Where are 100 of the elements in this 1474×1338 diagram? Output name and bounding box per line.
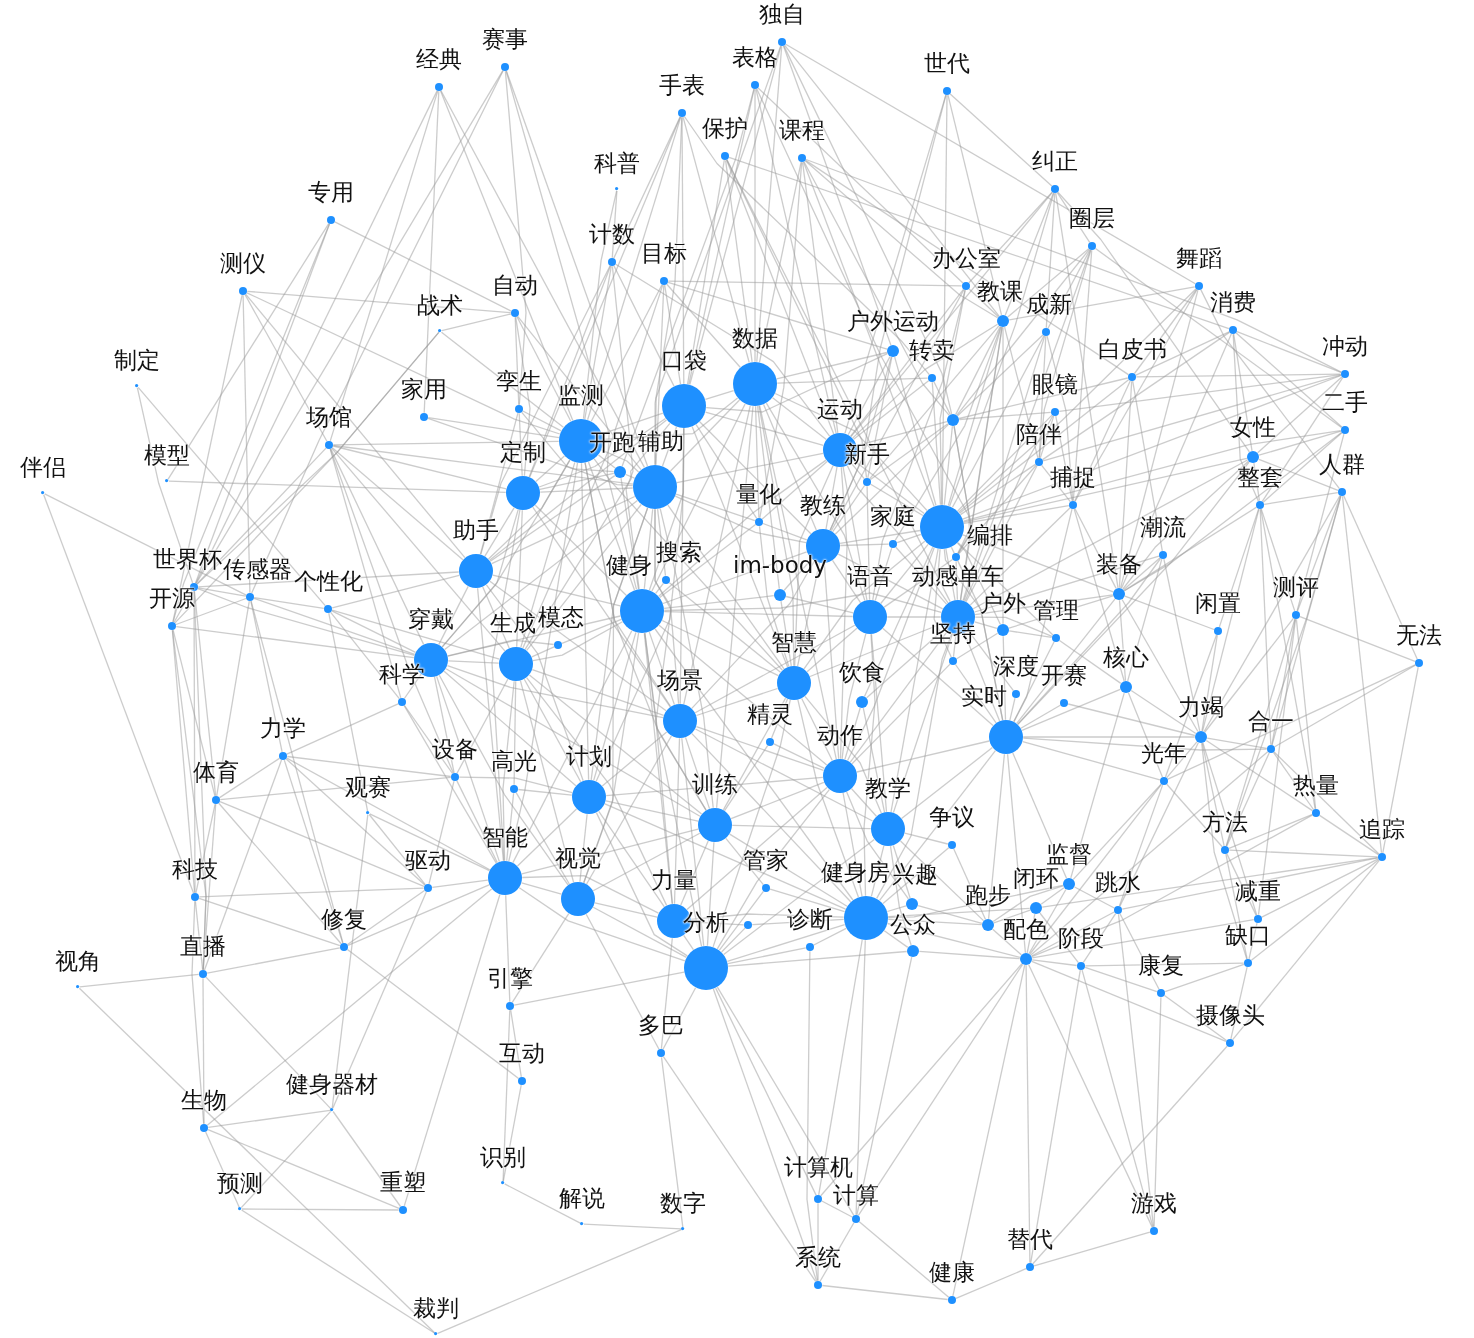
- node-label: 监测: [558, 382, 604, 408]
- node-label: 光年: [1141, 740, 1187, 766]
- node-label: 语音: [847, 563, 893, 589]
- node-label: 女性: [1230, 414, 1276, 440]
- node-label: 识别: [480, 1144, 526, 1171]
- node-label: 科普: [594, 150, 640, 177]
- node-label: 重塑: [380, 1169, 426, 1195]
- node-label: 计划: [566, 743, 612, 769]
- node-label: 闭环: [1013, 865, 1059, 891]
- node-label: 力学: [260, 715, 306, 741]
- node-label: 数字: [660, 1190, 706, 1217]
- node-label: 核心: [1103, 644, 1149, 670]
- node-label: 纠正: [1032, 148, 1078, 174]
- node-label: 无法: [1396, 622, 1442, 648]
- node-label: 科学: [379, 661, 425, 687]
- node-label: 训练: [692, 771, 738, 797]
- node-label: 辅助: [638, 428, 684, 454]
- node-label: 动感单车: [912, 563, 1004, 589]
- node-label: 转卖: [909, 337, 955, 363]
- node-label: 生物: [181, 1087, 227, 1113]
- node-label: 实时: [961, 683, 1007, 709]
- node-label: 兴趣: [892, 861, 938, 887]
- node-label: 世界杯: [152, 546, 222, 572]
- node-label: 裁判: [413, 1295, 459, 1322]
- node-label: 孪生: [496, 368, 542, 394]
- node-label: 二手: [1322, 389, 1368, 415]
- node-label: 视觉: [555, 845, 601, 871]
- node-label: 教课: [977, 278, 1023, 304]
- node-label: 计算机: [783, 1154, 853, 1180]
- node-label: 人群: [1319, 451, 1365, 477]
- node-dot: [744, 921, 752, 929]
- node-label: 捕捉: [1050, 464, 1096, 490]
- node-label: 生成: [490, 610, 536, 636]
- node-label: 健康: [929, 1259, 975, 1285]
- node-label: 管家: [743, 847, 789, 873]
- node-label: 家用: [401, 376, 447, 402]
- node-label: 健身房: [820, 859, 890, 885]
- node-label: 计算: [833, 1182, 879, 1208]
- node-label: 模态: [538, 604, 584, 630]
- node-label: 传感器: [222, 556, 292, 582]
- node-dot: [947, 414, 959, 426]
- node-label: 智能: [482, 824, 528, 850]
- node-label: 方法: [1202, 809, 1248, 835]
- node-label: 设备: [432, 736, 478, 762]
- node-label: 陪伴: [1016, 421, 1062, 447]
- node-label: 数据: [732, 325, 778, 351]
- node-label: 制定: [114, 347, 160, 374]
- node-label: 伴侣: [20, 454, 66, 481]
- node-label: 监督: [1046, 841, 1092, 867]
- node-label: 世代: [924, 50, 970, 76]
- node-label: 穿戴: [408, 606, 454, 632]
- node-label: 表格: [732, 44, 778, 70]
- node-label: 跳水: [1095, 869, 1141, 895]
- node-label: 开赛: [1041, 662, 1087, 688]
- node-label: 装备: [1096, 551, 1142, 577]
- node-label: 多巴: [638, 1012, 684, 1038]
- node-label: 系统: [795, 1244, 841, 1270]
- node-label: 阶段: [1058, 925, 1104, 951]
- node-label: 目标: [641, 240, 687, 266]
- node-label: 热量: [1293, 772, 1339, 798]
- node-label: 搜索: [656, 539, 702, 565]
- node-label: 预测: [217, 1170, 263, 1197]
- node-label: 编排: [967, 522, 1013, 548]
- node-label: 助手: [453, 517, 499, 543]
- node-label: 手表: [659, 72, 705, 98]
- node-label: 户外运动: [847, 308, 939, 334]
- node-label: 专用: [308, 179, 354, 205]
- node-label: 诊断: [787, 906, 833, 932]
- node-label: 精灵: [747, 701, 793, 727]
- node-label: 办公室: [931, 245, 1001, 271]
- node-label: 摄像头: [1195, 1002, 1265, 1028]
- node-label: 动作: [817, 722, 863, 748]
- node-label: 眼镜: [1032, 371, 1078, 397]
- node-label: 教学: [865, 775, 911, 801]
- node-label: 口袋: [661, 347, 707, 373]
- node-label: 冲动: [1322, 333, 1368, 359]
- node-label: 替代: [1007, 1226, 1053, 1252]
- node-label: 健身器材: [286, 1071, 378, 1098]
- node-label: 舞蹈: [1176, 245, 1222, 271]
- node-label: 定制: [500, 439, 546, 465]
- node-label: 个性化: [293, 568, 363, 594]
- node-label: 白皮书: [1097, 336, 1167, 362]
- node-label: 观赛: [345, 774, 391, 801]
- node-label: 开源: [149, 585, 195, 611]
- node-label: 整套: [1237, 464, 1283, 490]
- node-label: 饮食: [839, 659, 885, 685]
- node-label: 跑步: [965, 882, 1011, 908]
- node-label: 力竭: [1178, 694, 1224, 720]
- node-label: 互动: [499, 1040, 545, 1066]
- node-label: 圈层: [1069, 205, 1115, 231]
- node-label: 保护: [702, 115, 748, 141]
- node-label: 解说: [559, 1185, 605, 1212]
- node-label: 追踪: [1359, 816, 1405, 842]
- node-label: 引擎: [487, 965, 533, 991]
- node-label: 减重: [1235, 878, 1281, 904]
- node-label: 运动: [817, 396, 863, 422]
- node-label: 测仪: [220, 250, 266, 276]
- node-label: 体育: [193, 759, 239, 785]
- node-label: 计数: [589, 221, 635, 247]
- node-label: 修复: [321, 906, 367, 932]
